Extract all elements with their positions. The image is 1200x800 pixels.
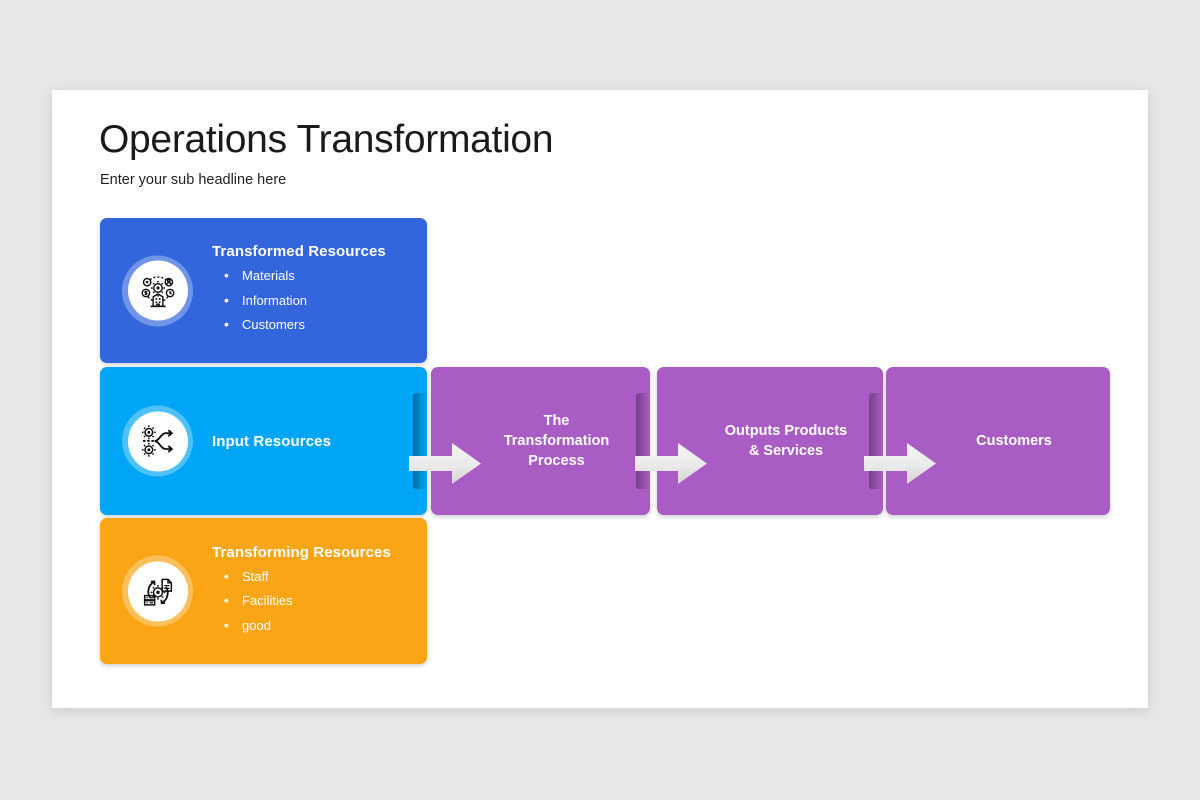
- right-arrow-icon: [409, 443, 481, 484]
- right-arrow-icon: [864, 443, 936, 484]
- bullet-list: Materials Information Customers: [212, 263, 415, 338]
- list-item: Information: [212, 288, 415, 314]
- list-item: good: [212, 613, 415, 639]
- step-label: Customers: [976, 433, 1052, 449]
- icon-ring: [122, 255, 193, 326]
- card-title: Input Resources: [212, 432, 332, 450]
- page-title: Operations Transformation: [99, 118, 554, 161]
- icon-ring: [122, 405, 193, 477]
- list-item: Materials: [212, 263, 415, 289]
- step-label: The Transformation Process: [503, 413, 610, 469]
- gears-flow-icon: [127, 411, 188, 471]
- list-item: Customers: [212, 312, 415, 338]
- card-text-block: Transforming Resources Staff Facilities …: [212, 518, 415, 664]
- card-customers[interactable]: Customers: [886, 367, 1110, 515]
- slide-canvas: Operations Transformation Enter your sub…: [52, 90, 1148, 708]
- card-outputs-products-services[interactable]: Outputs Products & Services: [657, 367, 883, 515]
- card-transformed-resources[interactable]: Transformed Resources Materials Informat…: [100, 218, 427, 363]
- step-label: Outputs Products & Services: [724, 423, 848, 459]
- bullet-list: Staff Facilities good: [212, 564, 415, 639]
- right-arrow-icon: [635, 443, 707, 484]
- list-item: Facilities: [212, 588, 415, 614]
- card-text-block: Input Resources: [212, 367, 415, 515]
- card-title: Transformed Resources: [212, 243, 386, 261]
- card-transformation-process[interactable]: The Transformation Process: [431, 367, 650, 515]
- card-title: Transforming Resources: [212, 543, 391, 561]
- list-item: Staff: [212, 564, 415, 590]
- resources-network-icon: [127, 260, 188, 321]
- page-subtitle: Enter your sub headline here: [100, 172, 287, 188]
- card-text-block: Transformed Resources Materials Informat…: [212, 218, 415, 363]
- icon-ring: [122, 555, 193, 627]
- gear-cycle-icon: [127, 561, 188, 621]
- card-transforming-resources[interactable]: Transforming Resources Staff Facilities …: [100, 518, 427, 664]
- card-input-resources[interactable]: Input Resources: [100, 367, 427, 515]
